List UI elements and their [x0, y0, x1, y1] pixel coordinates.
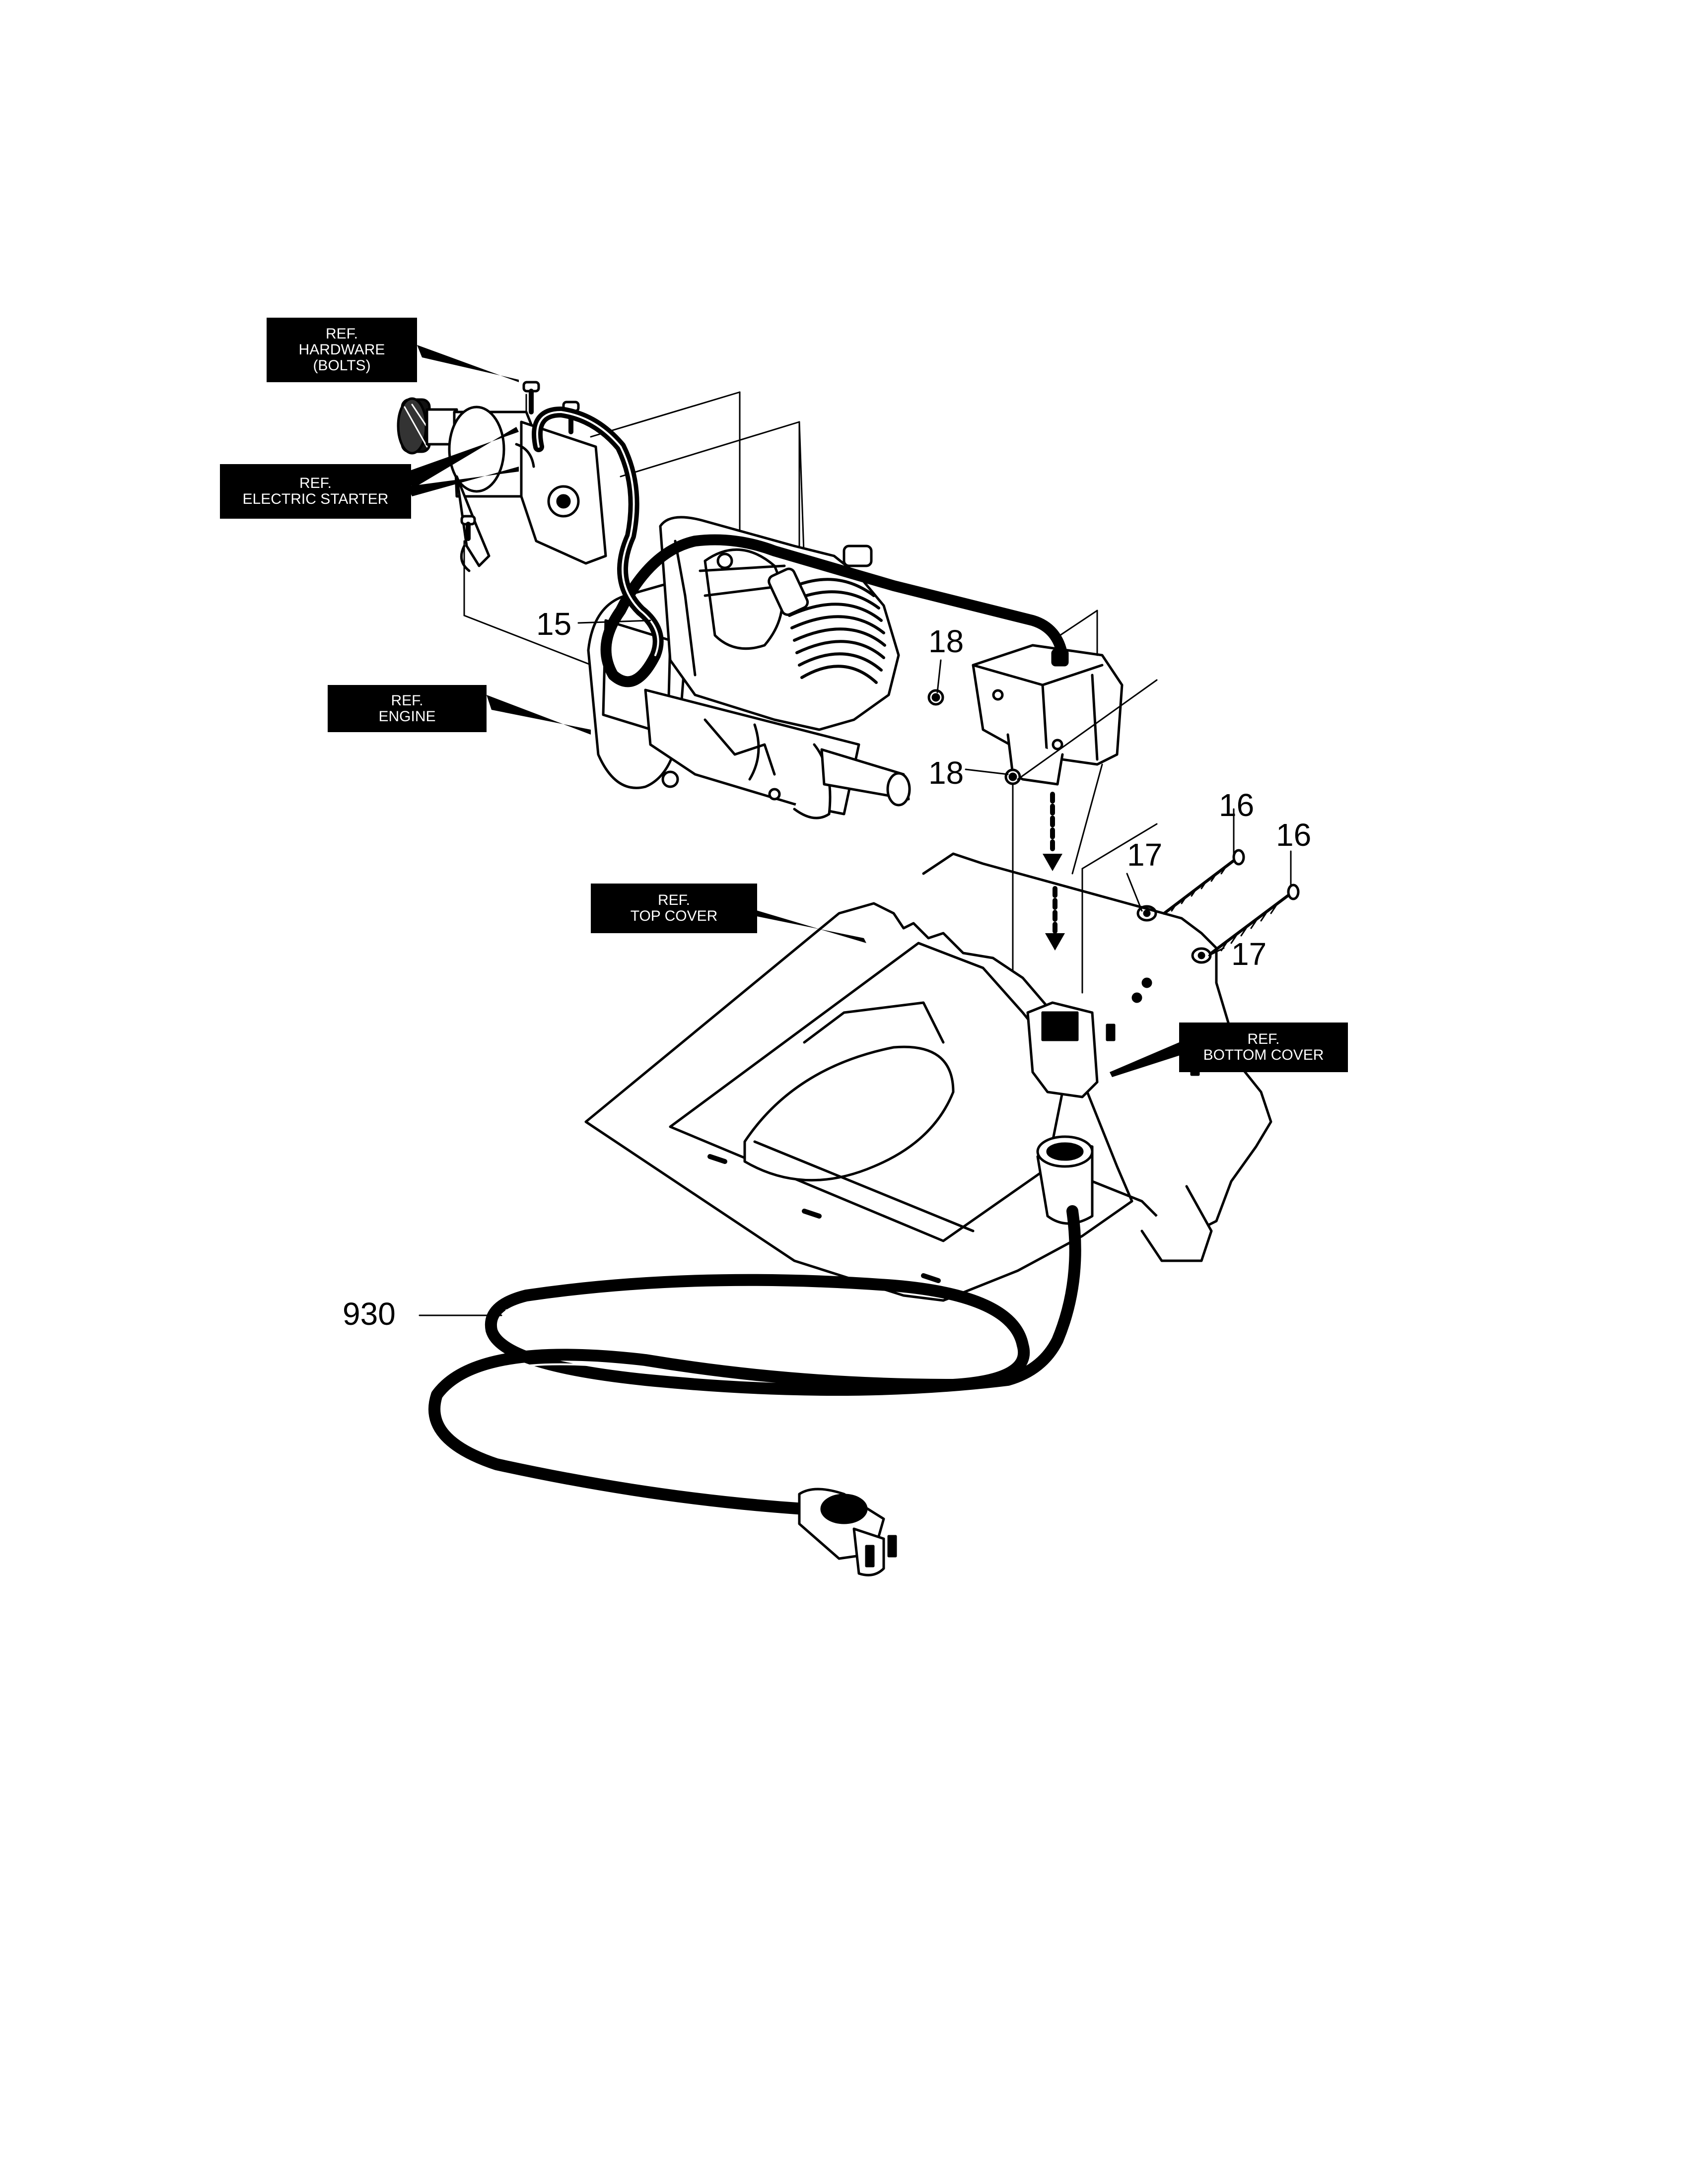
- ref-electric-starter-label: REF. ELECTRIC STARTER: [220, 464, 411, 519]
- switch-box-drawing: [972, 644, 1124, 786]
- screw-drawings: [1136, 808, 1300, 964]
- label-pointers: [407, 345, 1182, 1077]
- ref-top-cover-line-2: TOP COVER: [630, 908, 718, 924]
- plug-drawing: [798, 1488, 897, 1576]
- callout-part-16-right: 16: [1276, 817, 1312, 853]
- callout-part-15: 15: [536, 606, 572, 642]
- covers-drawing: [584, 852, 1272, 1302]
- ref-hardware-line-1: REF.: [325, 326, 358, 342]
- callout-leaders: [419, 619, 1225, 1316]
- ref-bottom-cover-line-2: BOTTOM COVER: [1203, 1047, 1324, 1063]
- ref-top-cover-label: REF. TOP COVER: [591, 884, 757, 933]
- ref-electric-starter-line-1: REF.: [299, 475, 332, 491]
- callout-part-18-upper: 18: [928, 623, 964, 659]
- ref-engine-label: REF. ENGINE: [328, 685, 487, 732]
- ref-bottom-cover-label: REF. BOTTOM COVER: [1179, 1023, 1348, 1072]
- ref-hardware-label: REF. HARDWARE (BOLTS): [267, 318, 417, 382]
- engine-drawing: [587, 516, 911, 819]
- callout-part-18-lower: 18: [928, 755, 964, 791]
- ref-bottom-cover-line-1: REF.: [1247, 1031, 1280, 1047]
- callout-part-17-lower: 17: [1231, 936, 1267, 972]
- callout-part-930: 930: [343, 1296, 396, 1332]
- ref-hardware-line-3: (BOLTS): [313, 357, 371, 374]
- ref-electric-starter-line-2: ELECTRIC STARTER: [242, 491, 389, 507]
- callout-part-16-left: 16: [1219, 787, 1255, 823]
- ref-engine-line-2: ENGINE: [378, 708, 436, 725]
- ref-hardware-line-2: HARDWARE: [298, 341, 385, 358]
- ref-engine-line-1: REF.: [391, 692, 423, 709]
- ref-top-cover-line-1: REF.: [657, 892, 690, 908]
- callout-part-17-upper: 17: [1127, 837, 1163, 873]
- electric-starter-drawing: [397, 397, 607, 572]
- power-cord: [428, 1205, 1081, 1515]
- nut-drawings: [927, 689, 1021, 785]
